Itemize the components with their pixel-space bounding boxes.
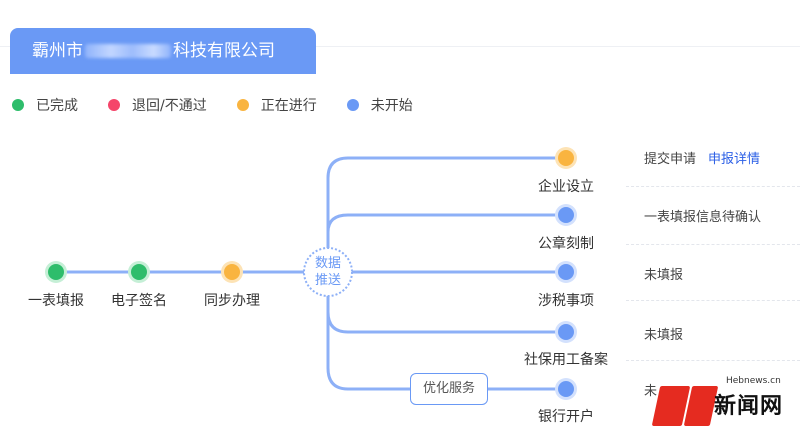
branch-line-social: [326, 311, 566, 334]
status-row-tax: 未填报: [644, 268, 684, 283]
status-divider: [626, 300, 800, 301]
data-push-hub[interactable]: [303, 247, 353, 297]
branch-label-bank: 银行开户: [538, 409, 594, 425]
status-divider: [626, 244, 800, 245]
legend-dot-returned: [108, 99, 120, 111]
legend-label-in-progress: 正在进行: [260, 98, 317, 114]
step-node-signature[interactable]: [128, 261, 150, 283]
legend-item-returned: 退回/不通过: [108, 95, 207, 115]
watermark-site: Hebnews.cn: [726, 376, 781, 386]
legend-item-done: 已完成: [12, 95, 78, 115]
branch-node-bank[interactable]: [555, 378, 577, 400]
legend-label-returned: 退回/不通过: [132, 98, 207, 114]
step-node-form[interactable]: [45, 261, 67, 283]
legend-dot-done: [12, 99, 24, 111]
branch-node-seal[interactable]: [555, 204, 577, 226]
hebnews-watermark: Hebnews.cn 新闻网: [640, 372, 800, 432]
branch-label-seal: 公章刻制: [538, 236, 594, 252]
hub-label: 数据 推送: [308, 255, 348, 289]
status-divider: [626, 360, 800, 361]
status-row-enterprise: 提交申请申报详情: [644, 148, 760, 167]
branch-node-tax[interactable]: [555, 261, 577, 283]
branch-label-enterprise: 企业设立: [538, 179, 594, 195]
status-legend: 已完成 退回/不通过 正在进行 未开始: [12, 95, 443, 115]
node-dot-in-progress: [224, 264, 240, 280]
company-tab[interactable]: 霸州市 科技有限公司: [10, 28, 316, 74]
legend-label-not-started: 未开始: [370, 98, 413, 114]
hub-label-line1: 数据: [314, 256, 341, 271]
legend-label-done: 已完成: [36, 98, 78, 114]
step-node-sync[interactable]: [221, 261, 243, 283]
legend-dot-in-progress: [236, 99, 249, 111]
node-dot-not-started: [558, 324, 574, 340]
report-details-link[interactable]: 申报详情: [708, 152, 761, 167]
node-dot-in-progress: [558, 150, 574, 166]
status-text: 提交申请: [644, 152, 697, 167]
node-dot-done: [48, 264, 64, 280]
status-row-social: 未填报: [644, 328, 684, 343]
hub-label-line2: 推送: [314, 273, 341, 288]
status-divider: [626, 186, 800, 187]
branch-node-social[interactable]: [555, 321, 577, 343]
redacted-name-blur: [85, 44, 171, 58]
node-dot-not-started: [558, 207, 574, 223]
legend-item-in-progress: 正在进行: [236, 95, 317, 115]
node-dot-not-started: [558, 381, 574, 397]
company-name-prefix: 霸州市: [32, 41, 83, 61]
header-divider: [0, 46, 800, 47]
node-dot-done: [131, 264, 147, 280]
step-label-form: 一表填报: [28, 293, 84, 309]
branch-label-social: 社保用工备案: [524, 352, 608, 368]
legend-dot-not-started: [346, 99, 359, 111]
branch-label-tax: 涉税事项: [538, 293, 594, 309]
company-name-suffix: 科技有限公司: [173, 41, 275, 61]
legend-item-not-started: 未开始: [346, 95, 413, 115]
branch-line-seal: [326, 213, 566, 233]
optimize-service-button[interactable]: 优化服务: [410, 373, 488, 405]
status-row-bank: 未: [644, 384, 658, 399]
branch-node-enterprise[interactable]: [555, 147, 577, 169]
watermark-text: 新闻网: [714, 394, 784, 419]
branch-line-bank: [326, 367, 566, 391]
branch-line-enterprise: [326, 156, 566, 179]
node-dot-not-started: [558, 264, 574, 280]
step-label-sync: 同步办理: [204, 293, 260, 309]
step-label-signature: 电子签名: [111, 293, 167, 309]
hub-circle: [303, 247, 353, 297]
status-row-seal: 一表填报信息待确认: [644, 210, 762, 225]
